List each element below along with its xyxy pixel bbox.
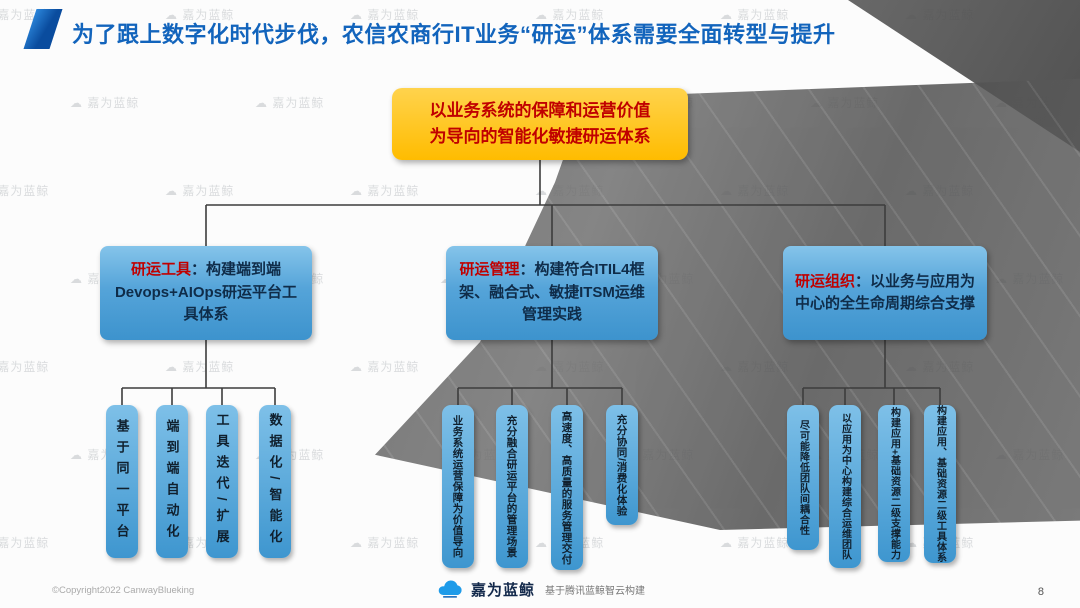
leaf-label: 业务系统运营保障为价值导向 (451, 415, 464, 558)
page-number: 8 (1037, 586, 1044, 598)
branch-box-tools: 研运工具：构建端到端Devops+AIOps研运平台工具体系 (100, 246, 312, 340)
footer-brand: 嘉为蓝鲸 基于腾讯蓝鲸智云构建 (435, 579, 645, 600)
leaf-label: 尽可能降低团队间耦合性 (797, 419, 809, 536)
page-title: 为了跟上数字化时代步伐，农信农商行IT业务“研运”体系需要全面转型与提升 (72, 22, 836, 47)
leaf-label: 工具迭代/扩展 (214, 412, 230, 551)
root-goal-line1: 以业务系统的保障和运营价值 (429, 100, 651, 120)
copyright-text: ©Copyright2022 CanwayBlueking (52, 585, 195, 596)
brand-tagline: 基于腾讯蓝鲸智云构建 (545, 586, 646, 597)
leaf-box-org-3: 构建应用+基础资源二级支撑能力 (878, 405, 910, 562)
leaf-box-tools-4: 数据化/智能化 (259, 405, 291, 558)
branch-box-organization: 研运组织：以业务与应用为中心的全生命周期综合支撑 (783, 246, 987, 340)
leaf-label: 端到端自动化 (164, 418, 180, 545)
leaf-box-tools-2: 端到端自动化 (156, 405, 188, 558)
brand-name: 嘉为蓝鲸 (470, 582, 536, 599)
blueking-cloud-logo-icon (438, 579, 462, 598)
branch-label-organization: 研运组织 (794, 272, 855, 290)
leaf-box-tools-1: 基于同一平台 (106, 405, 138, 558)
leaf-label: 充分融合研运平台的管理场景 (505, 415, 518, 558)
leaf-label: 构建应用、基础资源二级工具体系 (934, 405, 946, 563)
leaf-label: 以应用为中心构建综合运维团队 (839, 413, 851, 560)
root-goal-line2: 为导向的智能化敏捷研运体系 (429, 127, 651, 146)
leaf-label: 数据化/智能化 (267, 412, 283, 551)
root-goal-box: 以业务系统的保障和运营价值 为导向的智能化敏捷研运体系 (392, 88, 688, 160)
leaf-box-mgmt-3: 高速度、高质量的服务管理交付 (551, 405, 583, 570)
leaf-box-org-2: 以应用为中心构建综合运维团队 (829, 405, 861, 568)
leaf-box-mgmt-4: 充分协同/消费化体验 (606, 405, 638, 525)
leaf-label: 充分协同/消费化体验 (615, 413, 628, 517)
leaf-box-org-1: 尽可能降低团队间耦合性 (787, 405, 819, 550)
leaf-label: 构建应用+基础资源二级支撑能力 (888, 406, 900, 561)
leaf-box-mgmt-2: 充分融合研运平台的管理场景 (496, 405, 528, 568)
branch-desc-tools: ：构建端到端Devops+AIOps研运平台工具体系 (114, 261, 298, 324)
branch-label-management: 研运管理 (459, 261, 520, 279)
leaf-box-org-4: 构建应用、基础资源二级工具体系 (924, 405, 956, 563)
leaf-label: 高速度、高质量的服务管理交付 (560, 410, 573, 565)
leaf-box-mgmt-1: 业务系统运营保障为价值导向 (442, 405, 474, 568)
leaf-label: 基于同一平台 (114, 418, 130, 545)
leaf-box-tools-3: 工具迭代/扩展 (206, 405, 238, 558)
branch-label-tools: 研运工具 (130, 261, 191, 279)
branch-box-management: 研运管理：构建符合ITIL4框架、融合式、敏捷ITSM运维管理实践 (446, 246, 658, 340)
